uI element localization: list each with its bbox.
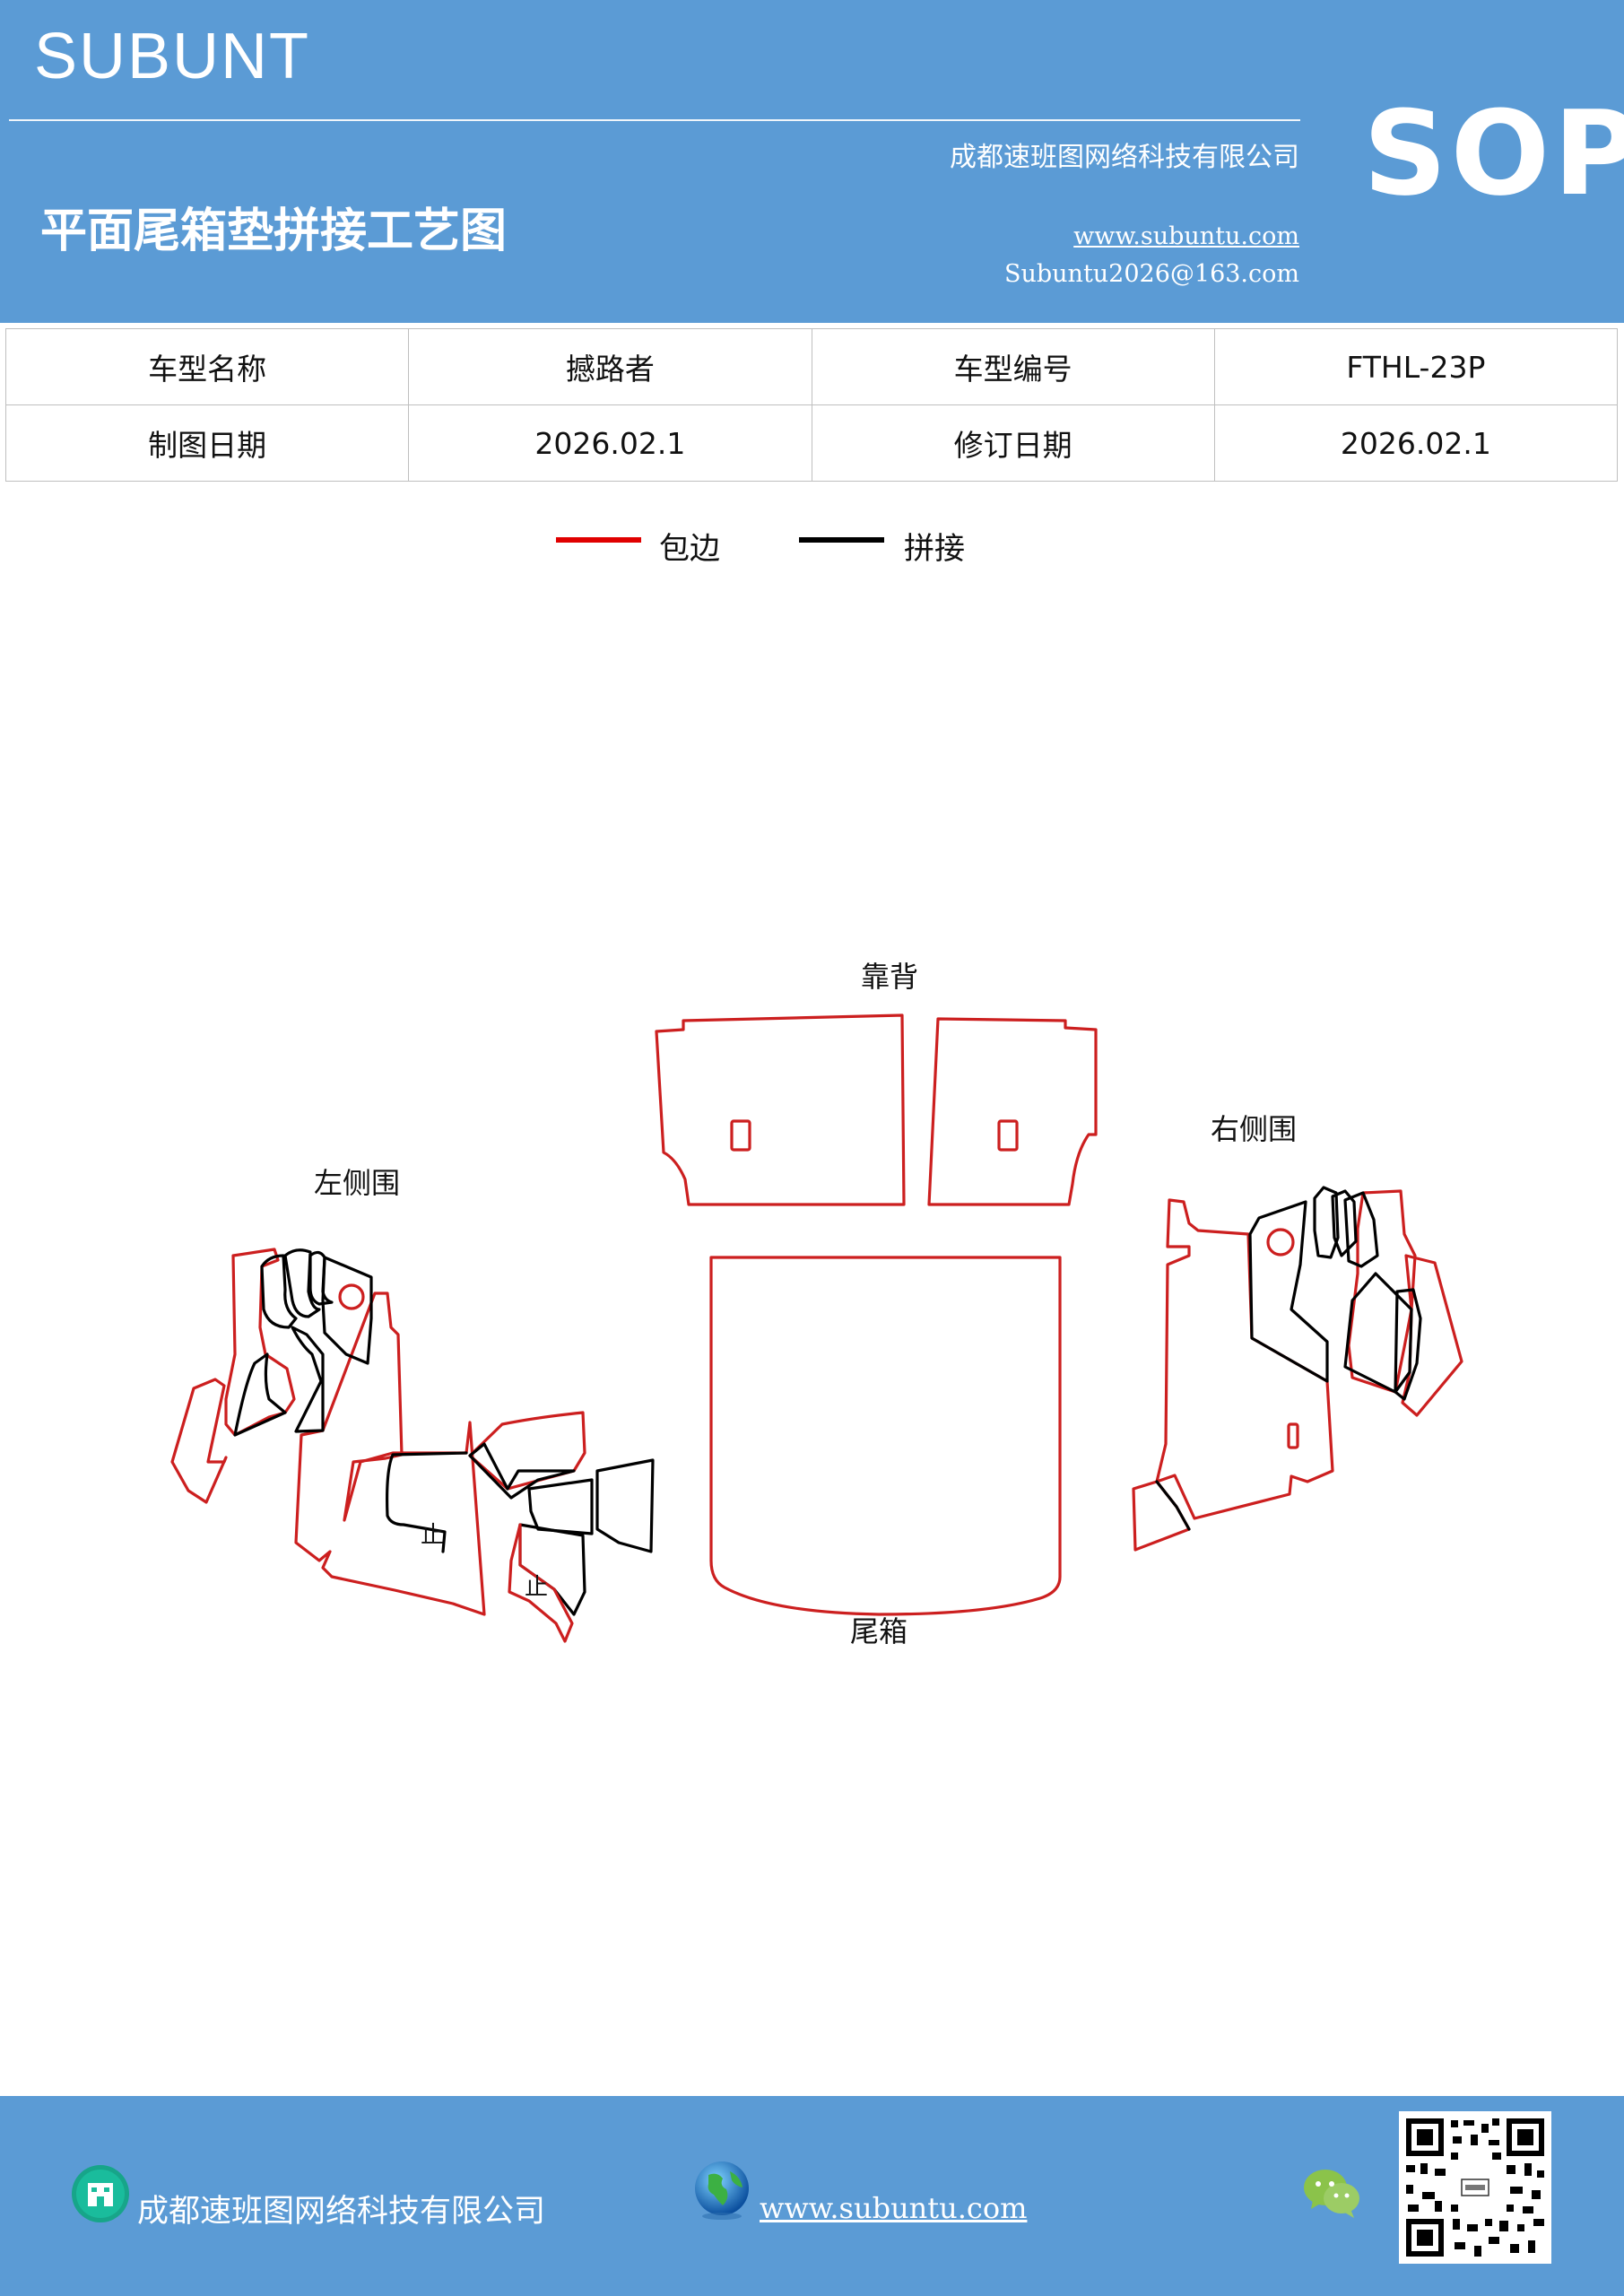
backrest-right-slot <box>997 1119 1019 1152</box>
left-side-seam-piece-1 <box>233 1352 287 1437</box>
legend-seam-label: 拼接 <box>904 531 965 567</box>
backrest-left-slot <box>730 1119 751 1152</box>
footer-company-name: 成都速班图网络科技有限公司 <box>137 2194 546 2230</box>
left-side-seam-piece-2 <box>260 1254 298 1329</box>
value-model-name: 撼路者 <box>408 328 812 405</box>
table-row: 制图日期 2026.02.1 修订日期 2026.02.1 <box>4 404 1619 482</box>
backrest-right-panel <box>927 1017 1098 1206</box>
trunk-floor-panel <box>709 1256 1062 1616</box>
label-backrest: 靠背 <box>861 960 918 994</box>
table-row: 车型名称 撼路者 车型编号 FTHL-23P <box>4 328 1619 405</box>
left-side-hole <box>338 1283 365 1310</box>
right-side-corner-seam <box>1155 1480 1191 1531</box>
label-model-name: 车型名称 <box>4 328 410 405</box>
left-side-bottom-piece <box>386 1451 468 1553</box>
right-side-slot <box>1287 1422 1299 1449</box>
qr-code <box>1399 2111 1551 2264</box>
left-side-upper-strip <box>224 1248 296 1437</box>
label-draw-date: 制图日期 <box>4 404 410 482</box>
legend-edge-swatch <box>556 537 641 543</box>
footer-banner: 成都速班图网络科技有限公司 www.subuntu.com <box>0 2096 1624 2296</box>
left-side-outer-strip <box>170 1378 228 1504</box>
value-revision-date: 2026.02.1 <box>1213 404 1619 482</box>
right-side-seam-piece-3 <box>1331 1189 1358 1257</box>
vehicle-info-table: 车型名称 撼路者 车型编号 FTHL-23P 制图日期 2026.02.1 修订… <box>4 328 1619 482</box>
label-right-side: 右侧围 <box>1211 1112 1297 1146</box>
website-link[interactable]: www.subuntu.com <box>1073 222 1299 250</box>
left-side-main-panel <box>294 1292 486 1616</box>
label-left-side: 左侧围 <box>314 1166 400 1200</box>
building-icon <box>72 2165 129 2222</box>
left-side-tail-piece <box>508 1523 574 1643</box>
legend-edge-label: 包边 <box>659 531 720 567</box>
legend: 包边 拼接 <box>0 529 1624 574</box>
page-title: 平面尾箱垫拼接工艺图 <box>40 204 508 258</box>
globe-icon <box>695 2161 749 2220</box>
label-trunk: 尾箱 <box>850 1614 908 1648</box>
left-side-seam-piece-6 <box>291 1326 325 1433</box>
right-side-main-panel <box>1155 1198 1334 1520</box>
brand-name: SUBUNT <box>34 21 311 92</box>
header-banner: SUBUNT SOP 成都速班图网络科技有限公司 平面尾箱垫拼接工艺图 www.… <box>0 0 1624 323</box>
email-address: Subuntu2026@163.com <box>1004 260 1299 288</box>
legend-seam-swatch <box>799 537 884 543</box>
left-side-fan-piece-3 <box>595 1458 655 1553</box>
left-side-fan-piece-2 <box>527 1478 594 1535</box>
right-side-seam-piece-1 <box>1248 1200 1329 1383</box>
right-side-seam-piece-4 <box>1343 1191 1379 1268</box>
left-side-seam-piece-5 <box>321 1256 373 1365</box>
company-name: 成都速班图网络科技有限公司 <box>950 142 1299 173</box>
right-side-hole <box>1266 1228 1295 1257</box>
left-side-fan-piece-1 <box>468 1442 576 1500</box>
right-side-seam-piece-5 <box>1343 1272 1413 1394</box>
label-stop: 止 <box>421 1522 444 1549</box>
header-divider <box>9 119 1300 121</box>
trunk-mat-diagram: 靠背 右侧围 左侧围 尾箱 止 止 <box>170 960 1463 1648</box>
footer-website-link[interactable]: www.subuntu.com <box>760 2191 1028 2225</box>
value-draw-date: 2026.02.1 <box>408 404 812 482</box>
right-side-seam-piece-2 <box>1313 1186 1340 1259</box>
wechat-icon <box>1304 2170 1359 2218</box>
qr-code-pattern <box>1406 2118 1544 2257</box>
left-side-seam-piece-3 <box>283 1248 321 1318</box>
sop-badge: SOP <box>1363 85 1624 222</box>
value-model-code: FTHL-23P <box>1213 328 1619 405</box>
label-revision-date: 修订日期 <box>811 404 1215 482</box>
label-model-code: 车型编号 <box>811 328 1215 405</box>
backrest-left-panel <box>655 1013 906 1206</box>
right-side-seam-piece-6 <box>1394 1288 1422 1401</box>
left-side-seam-piece-4 <box>308 1250 334 1306</box>
label-stop: 止 <box>525 1574 548 1601</box>
left-side-corner-piece <box>468 1411 586 1491</box>
